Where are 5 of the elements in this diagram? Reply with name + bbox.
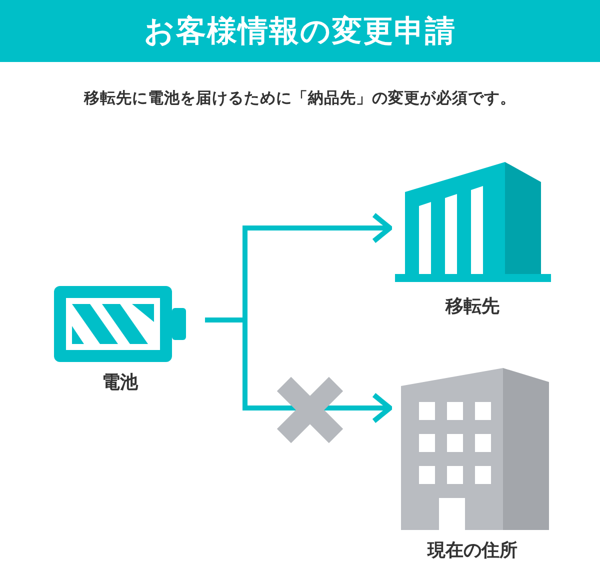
- note-text: 移転先に電池を届けるために「納品先」の変更が必須です。: [82, 88, 517, 109]
- node-label: 電池: [102, 371, 138, 394]
- node-label: 現在の住所: [428, 539, 518, 562]
- node-label: 移転先: [446, 295, 500, 318]
- title: お客様情報の変更申請: [144, 12, 456, 50]
